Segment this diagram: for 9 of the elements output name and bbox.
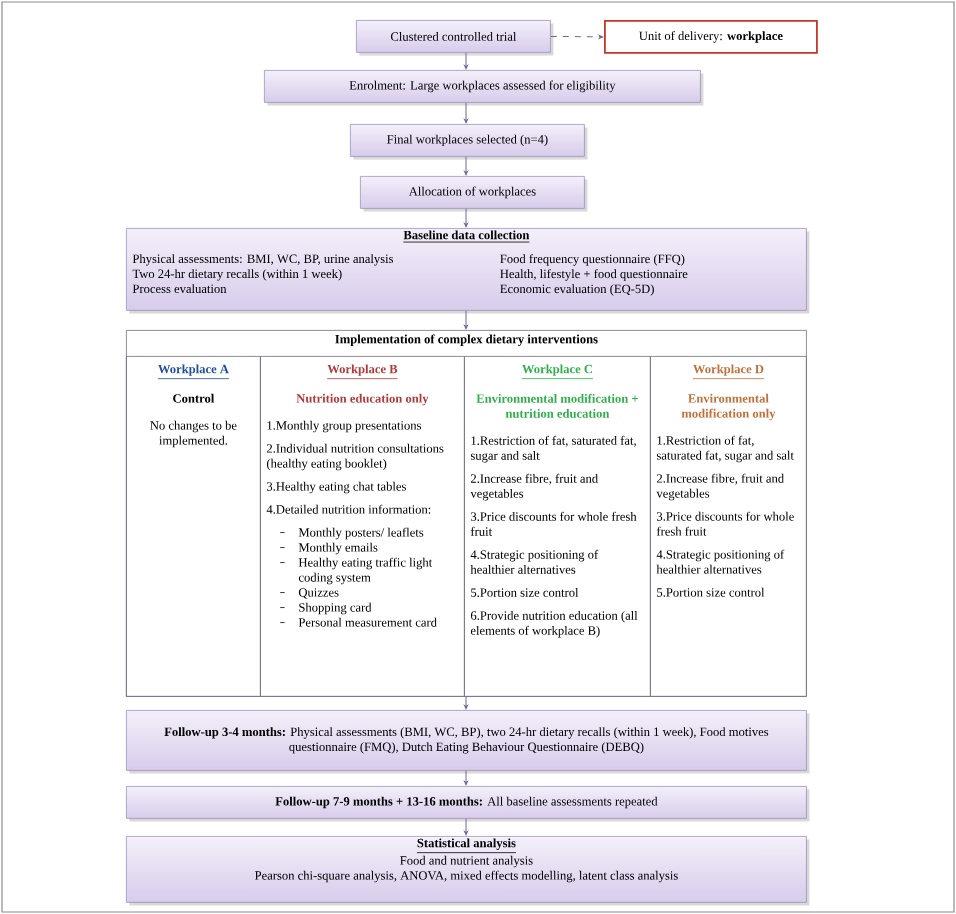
- arrow: [464, 102, 468, 124]
- arrow: [464, 310, 468, 330]
- arrow: [464, 156, 468, 176]
- arrow: [464, 818, 468, 836]
- arrow: [464, 770, 468, 786]
- arrow: [550, 34, 604, 39]
- arrow: [464, 52, 468, 70]
- arrow: [464, 208, 468, 228]
- arrow: [464, 696, 468, 710]
